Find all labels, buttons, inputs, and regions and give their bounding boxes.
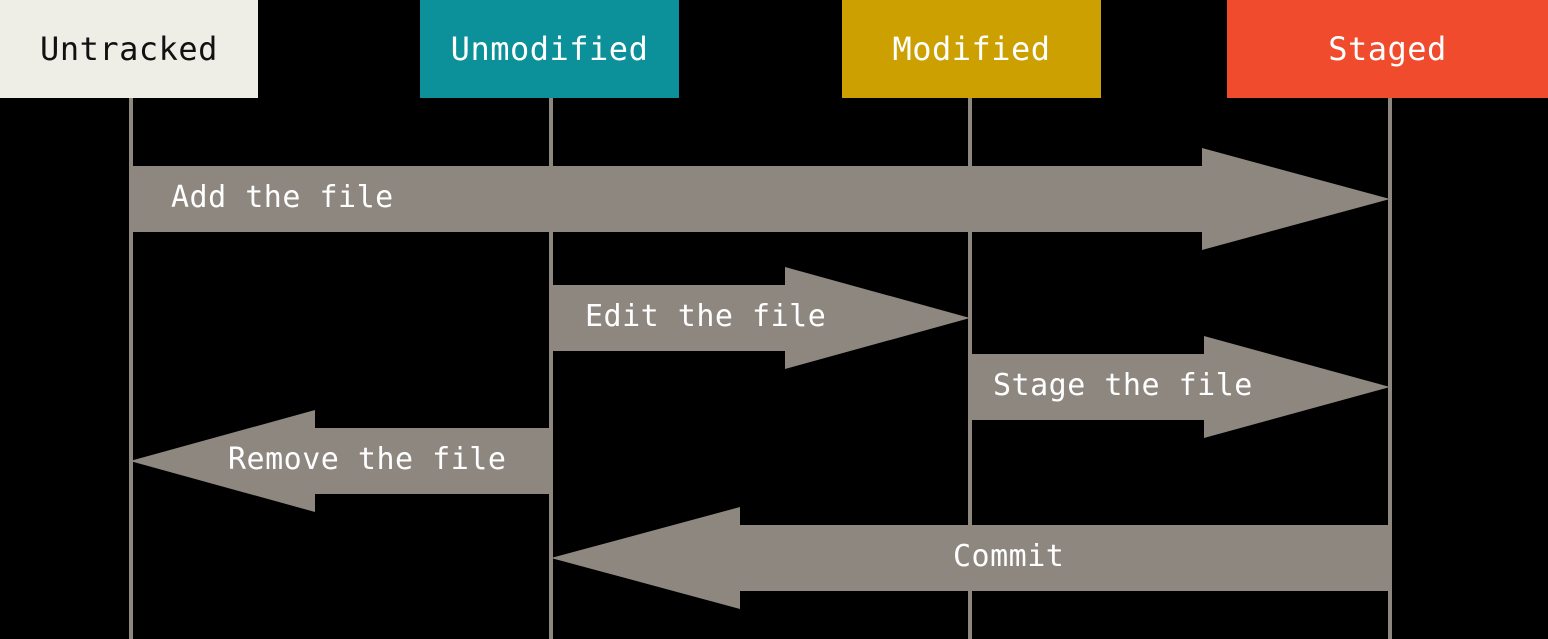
transition-label-remove: Remove the file	[228, 442, 507, 477]
transition-arrow-edit: Edit the file	[551, 267, 971, 369]
transition-arrow-stage: Stage the file	[971, 336, 1391, 438]
state-label-staged: Staged	[1328, 30, 1447, 68]
state-label-unmodified: Unmodified	[450, 30, 649, 68]
transition-label-commit: Commit	[953, 539, 1065, 574]
transition-arrow-commit: Commit	[551, 507, 1391, 609]
transition-arrow-add: Add the file	[131, 148, 1391, 250]
state-box-staged: Staged	[1227, 0, 1548, 98]
lifeline-modified	[968, 98, 972, 639]
state-box-modified: Modified	[842, 0, 1101, 98]
lifeline-staged	[1388, 98, 1392, 639]
lifeline-unmodified	[549, 98, 553, 639]
transition-arrow-remove: Remove the file	[130, 410, 551, 512]
state-label-untracked: Untracked	[40, 30, 218, 68]
transition-label-add: Add the file	[171, 180, 394, 215]
transition-label-edit: Edit the file	[585, 299, 827, 334]
state-box-unmodified: Unmodified	[420, 0, 679, 98]
transition-label-stage: Stage the file	[993, 368, 1253, 403]
lifeline-untracked	[129, 98, 133, 639]
state-label-modified: Modified	[892, 30, 1051, 68]
state-box-untracked: Untracked	[0, 0, 258, 98]
